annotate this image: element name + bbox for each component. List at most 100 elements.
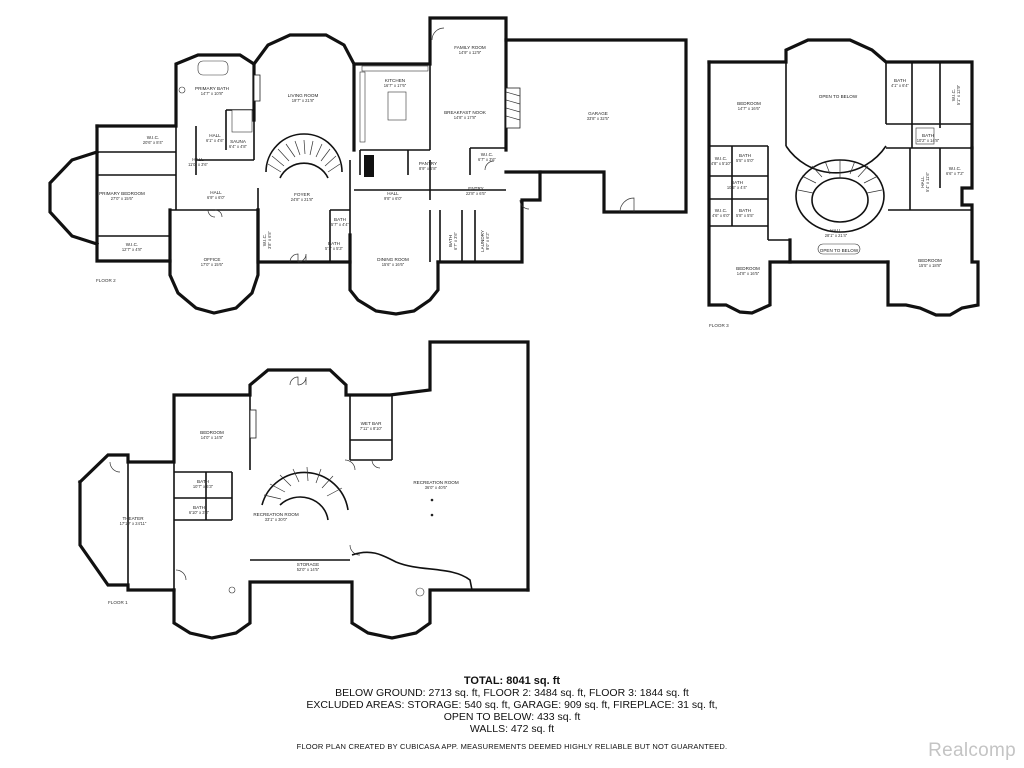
room-name: OPEN TO BELOW bbox=[820, 248, 859, 253]
room-name: PRIMARY BATH bbox=[195, 86, 229, 91]
room-name: BATH bbox=[894, 78, 906, 83]
floor-1-north-wall bbox=[77, 340, 530, 592]
room-dimensions: 14'7" x 16'6" bbox=[738, 106, 761, 111]
room-name: BATH bbox=[922, 133, 934, 138]
toilet-icon bbox=[178, 86, 186, 94]
room-dimensions: 6'4" x 4'8" bbox=[229, 144, 247, 149]
room-name: BATH bbox=[197, 479, 209, 484]
room-name: HALL bbox=[210, 190, 222, 195]
room-dimensions: 10'7" x 6'3" bbox=[193, 484, 214, 489]
room-name: OFFICE bbox=[204, 257, 221, 262]
room-name: BATH bbox=[739, 153, 751, 158]
room-dimensions: 17'10" x 24'11" bbox=[120, 521, 147, 526]
room-dimensions: 15'6" x 16'6" bbox=[382, 262, 405, 267]
floor-1-label: FLOOR 1 bbox=[108, 600, 128, 605]
open-to-below-void bbox=[817, 243, 861, 255]
hall-stair-treads bbox=[797, 160, 883, 194]
area-breakdown: BELOW GROUND: 2713 sq. ft, FLOOR 2: 3484… bbox=[335, 687, 689, 699]
floor-3-west-wall bbox=[707, 60, 792, 315]
service-wing-wall bbox=[436, 170, 542, 264]
f3-bath-fixture bbox=[915, 127, 935, 145]
room-dimensions: 6'10" x 3'8" bbox=[189, 510, 210, 515]
room-name: BATH bbox=[193, 505, 205, 510]
room-name: WET BAR bbox=[361, 421, 383, 426]
room-name: HALL bbox=[192, 157, 204, 162]
room-dimensions: 20'6" x 8'4" bbox=[143, 140, 164, 145]
chimney-block bbox=[364, 155, 374, 177]
f1-stair-inner bbox=[279, 496, 329, 521]
room-dimensions: 14'9" x 12'9" bbox=[459, 50, 482, 55]
fireplace-living-room bbox=[253, 74, 261, 102]
room-name: W.I.C. bbox=[951, 89, 956, 102]
foyer-stair-inner bbox=[279, 162, 329, 179]
primary-wing-wall bbox=[95, 124, 172, 263]
room-name: KITCHEN bbox=[385, 78, 405, 83]
room-label-wic-2: W.I.C.12'7" x 4'8" bbox=[122, 242, 143, 252]
room-name: PANTRY bbox=[419, 161, 437, 166]
room-name: W.I.C. bbox=[949, 166, 962, 171]
room-name: GARAGE bbox=[588, 111, 608, 116]
room-name: RECREATION ROOM bbox=[413, 480, 459, 485]
room-name: HALL bbox=[830, 228, 842, 233]
room-name: DINING ROOM bbox=[377, 257, 409, 262]
room-label-f3-open-above-2: OPEN TO BELOW bbox=[820, 248, 859, 253]
room-dimensions: 5'7" x 5'3" bbox=[325, 246, 343, 251]
room-dimensions: 27'0" x 15'6" bbox=[111, 196, 134, 201]
room-name: BREAKFAST NOOK bbox=[444, 110, 487, 115]
room-dimensions: 15'5" x 18'8" bbox=[919, 263, 942, 268]
room-name: BEDROOM bbox=[918, 258, 942, 263]
room-label-f3-open-above-1: OPEN TO BELOW bbox=[819, 94, 858, 99]
room-dimensions: 9'0" x 6'2" bbox=[485, 232, 490, 250]
room-name: BATH bbox=[739, 208, 751, 213]
primary-bath-wall bbox=[95, 53, 256, 128]
room-dimensions: 14'8" x 16'5" bbox=[737, 271, 760, 276]
room-name: RECREATION ROOM bbox=[253, 512, 299, 517]
floor-1-south-wall bbox=[172, 580, 530, 640]
open-to-below-railing bbox=[785, 145, 887, 174]
room-dimensions: 5'5" x 5'0" bbox=[736, 158, 754, 163]
dining-room-bay-wall bbox=[348, 260, 440, 316]
room-name: BATH bbox=[334, 217, 346, 222]
room-dimensions: 11'0" x 3'6" bbox=[188, 162, 208, 167]
room-name: PRIMARY BEDROOM bbox=[99, 191, 145, 196]
room-dimensions: 12'7" x 4'8" bbox=[122, 247, 143, 252]
room-name: BEDROOM bbox=[736, 266, 760, 271]
room-dimensions: 16'7" x 17'6" bbox=[384, 83, 407, 88]
room-dimensions: 3'8" x 6'5" bbox=[267, 231, 272, 249]
kitchen-counter bbox=[361, 65, 429, 72]
disclaimer-text: FLOOR PLAN CREATED BY CUBICASA APP. MEAS… bbox=[296, 742, 728, 751]
room-dimensions: 6'7" x 3'6" bbox=[478, 157, 496, 162]
room-name: LAUNDRY bbox=[480, 230, 485, 252]
room-name: HALL bbox=[209, 133, 221, 138]
room-dimensions: 6'1" x 4'6" bbox=[206, 138, 224, 143]
room-label-f3-wic-4: W.I.C.6'6" x 7'2" bbox=[946, 166, 964, 176]
room-label-wic-3: W.I.C.3'8" x 6'5" bbox=[262, 231, 272, 249]
kitchen-counter-side bbox=[359, 71, 366, 143]
walls-area: WALLS: 472 sq. ft bbox=[469, 723, 555, 735]
room-dimensions: 33'8" x 32'5" bbox=[587, 116, 610, 121]
room-dimensions: 8'9" x 5'8" bbox=[419, 166, 437, 171]
room-name: W.I.C. bbox=[715, 156, 728, 161]
open-to-below-area: OPEN TO BELOW: 433 sq. ft bbox=[443, 711, 581, 723]
room-dimensions: 6'7" x 3'6" bbox=[453, 232, 458, 250]
room-name: W.I.C. bbox=[715, 208, 728, 213]
